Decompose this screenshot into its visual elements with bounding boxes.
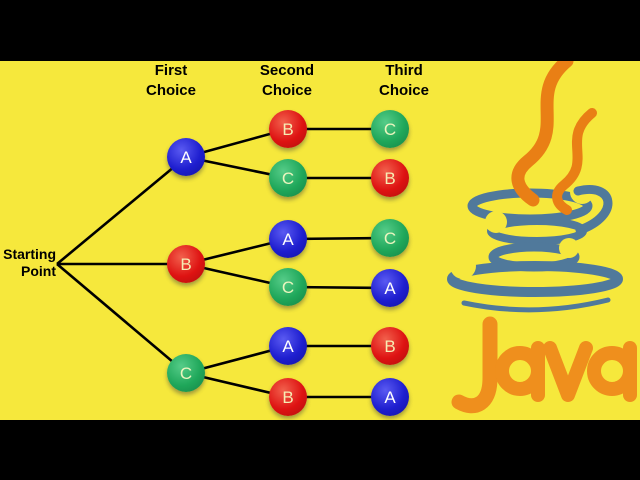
node-label: A [282,229,294,249]
coffee-cup-icon [447,180,623,313]
column-header-second-choice: Second Choice [259,62,315,99]
java-logo [447,55,637,414]
node-label: A [384,387,396,407]
node-label: C [281,168,295,188]
tree-node-A2b: A [269,220,307,258]
tree-node-A3c: A [371,378,409,416]
tree-node-A1: A [167,138,205,176]
node-label: C [179,363,193,383]
node-label: A [384,278,396,298]
node-label: C [383,228,397,248]
tree-node-C3b: C [371,219,409,257]
steam-icon [511,55,597,215]
node-label: C [383,119,397,139]
tree-node-B3a: B [371,159,409,197]
tree-node-C2b: C [269,268,307,306]
tree-node-C1: C [167,354,205,392]
tree-node-A2c: A [269,327,307,365]
starting-point-label: Starting Point [3,246,56,279]
node-label: B [384,336,396,356]
tree-node-B3c: B [371,327,409,365]
node-label: A [180,147,192,167]
tree-node-B1: B [167,245,205,283]
letterbox-bar-bottom [0,420,640,480]
tree-node-C3a: C [371,110,409,148]
edge-S-A1 [56,155,187,266]
letterbox-bar-top [0,0,640,61]
node-label: B [180,254,192,274]
node-label: C [281,277,295,297]
edge-S-C1 [56,263,187,374]
node-label: B [384,168,396,188]
column-header-third-choice: Third Choice [378,62,429,99]
tree-node-B2c: B [269,378,307,416]
tree-node-A3b: A [371,269,409,307]
column-header-first-choice: First Choice [145,62,196,99]
node-label: A [282,336,294,356]
tree-node-C2a: C [269,159,307,197]
node-label: B [282,119,294,139]
node-label: B [282,387,294,407]
tree-node-B2a: B [269,110,307,148]
java-wordmark [451,316,637,414]
